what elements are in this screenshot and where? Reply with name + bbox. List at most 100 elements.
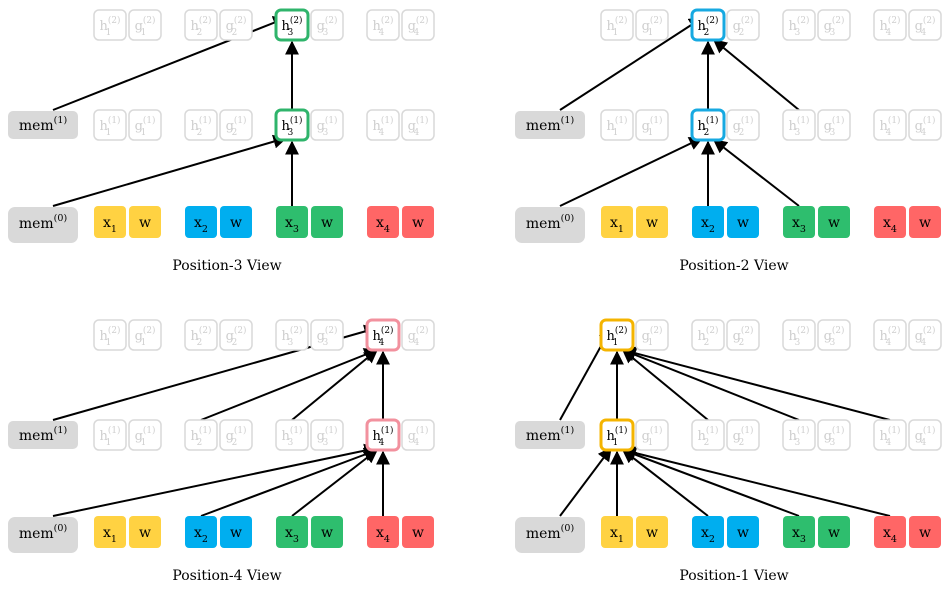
attention-arrow <box>621 449 709 517</box>
layer1-g2-box <box>726 419 760 451</box>
layer1-g1-box <box>635 109 669 141</box>
token-x4-label: x4 <box>883 525 897 545</box>
layer1-g4-label: g(1)4 <box>408 115 429 138</box>
token-w1-label: w <box>646 525 658 541</box>
token-x3-box <box>783 206 815 238</box>
layer2-h4-box <box>873 9 907 41</box>
layer1-h1-label: h(1)1 <box>607 115 628 138</box>
layer1-g2-box <box>219 419 253 451</box>
layer2-g2-label: g(2)2 <box>226 325 247 348</box>
token-x4-label: x4 <box>376 215 390 235</box>
layer2-h3-box <box>782 319 816 351</box>
layer2-h3-label: h(2)3 <box>789 325 810 348</box>
token-w2-label: w <box>230 215 242 231</box>
layer2-g3-box <box>310 9 344 41</box>
layer1-g3-box <box>817 419 851 451</box>
layer2-h2-box <box>690 8 726 42</box>
layer2-g2-box <box>726 319 760 351</box>
attention-arrow <box>621 346 891 421</box>
layer2-h3-box <box>274 8 310 42</box>
layer1-g2-box <box>726 109 760 141</box>
attention-arrow <box>712 39 800 111</box>
layer2-h3-box <box>275 319 309 351</box>
layer1-g2-box <box>219 109 253 141</box>
layer2-g2-label: g(2)2 <box>733 15 754 38</box>
layer1-h4-box <box>873 419 907 451</box>
layer2-h2-box <box>184 319 218 351</box>
layer1-g4-box <box>908 419 942 451</box>
layer2-g2-box <box>726 9 760 41</box>
token-w1-label: w <box>139 525 151 541</box>
layer2-h4-label: h(2)4 <box>880 325 901 348</box>
token-x2-label: x2 <box>701 525 715 545</box>
layer2-h2-box <box>691 319 725 351</box>
layer2-g4-box <box>908 319 942 351</box>
layer1-h4-label: h(1)4 <box>373 425 394 448</box>
layer1-h2-label: h(1)2 <box>698 425 719 448</box>
layer1-g4-box <box>908 109 942 141</box>
attention-arrow <box>621 349 709 421</box>
mem-0-label: mem(0) <box>19 523 67 542</box>
token-w2-box <box>220 206 252 238</box>
token-w3-label: w <box>321 215 333 231</box>
layer1-g3-label: g(1)3 <box>824 115 845 138</box>
token-w3-label: w <box>828 525 840 541</box>
token-x1-label: x1 <box>103 215 117 235</box>
token-w4-box <box>909 206 941 238</box>
layer1-g2-label: g(1)2 <box>733 115 754 138</box>
layer1-h4-label: h(1)4 <box>880 115 901 138</box>
token-x2-box <box>692 516 724 548</box>
token-w4-box <box>402 206 434 238</box>
token-w3-box <box>311 516 343 548</box>
token-w3-label: w <box>321 525 333 541</box>
attention-arrows <box>52 324 390 517</box>
layer1-g2-label: g(1)2 <box>733 425 754 448</box>
layer2-h2-label: h(2)2 <box>191 325 212 348</box>
layer1-h3-box <box>782 419 816 451</box>
layer2-g1-box <box>635 9 669 41</box>
layer2-g1-label: g(2)1 <box>642 15 663 38</box>
layer1-g4-label: g(1)4 <box>408 425 429 448</box>
attention-arrows <box>559 17 800 207</box>
attention-arrow <box>200 348 379 421</box>
attention-arrow <box>291 449 379 517</box>
layer2-g3-label: g(2)3 <box>824 325 845 348</box>
token-w3-label: w <box>828 215 840 231</box>
token-x2-label: x2 <box>701 215 715 235</box>
token-x3-label: x3 <box>792 215 806 235</box>
token-w4-label: w <box>919 525 931 541</box>
mem-0-label: mem(0) <box>19 213 67 232</box>
layer1-g1-label: g(1)1 <box>642 115 663 138</box>
layer2-g1-label: g(2)1 <box>642 325 663 348</box>
mem-0-label: mem(0) <box>526 213 574 232</box>
layer1-h1-box <box>600 109 634 141</box>
token-x1-box <box>94 516 126 548</box>
panel-caption: Position-1 View <box>679 568 788 584</box>
token-w3-box <box>311 206 343 238</box>
token-w1-box <box>129 206 161 238</box>
token-x1-box <box>601 516 633 548</box>
mem-1-label: mem(1) <box>526 115 574 134</box>
layer2-h4-label: h(2)4 <box>373 325 394 348</box>
token-x3-label: x3 <box>285 215 299 235</box>
layer1-g1-label: g(1)1 <box>642 425 663 448</box>
layer2-h1-box <box>599 318 635 352</box>
layer1-h4-label: h(1)4 <box>880 425 901 448</box>
layer2-h1-label: h(2)1 <box>100 15 121 38</box>
token-w2-label: w <box>230 525 242 541</box>
token-x4-label: x4 <box>376 525 390 545</box>
attention-arrow <box>621 446 891 517</box>
mem-1-box <box>515 111 585 139</box>
token-x2-label: x2 <box>194 525 208 545</box>
layer2-h1-box <box>93 319 127 351</box>
token-w4-label: w <box>412 525 424 541</box>
attention-arrow <box>621 447 800 517</box>
layer2-g4-box <box>401 319 435 351</box>
attention-arrow <box>291 349 379 421</box>
attention-arrow <box>559 17 704 111</box>
layer1-g2-label: g(1)2 <box>226 425 247 448</box>
layer2-h4-label: h(2)4 <box>880 15 901 38</box>
